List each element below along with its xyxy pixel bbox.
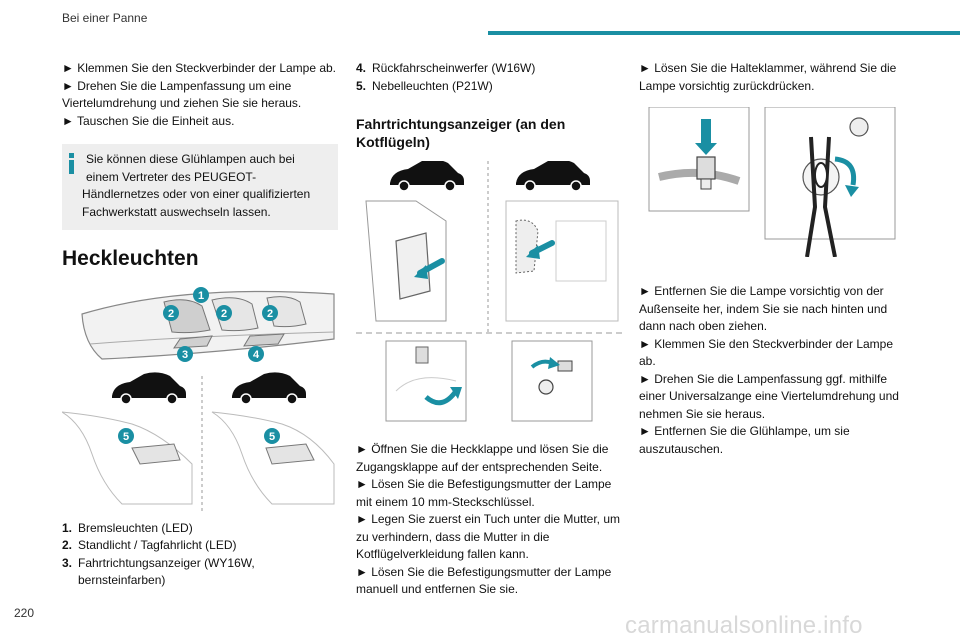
svg-text:2: 2 [221,308,227,320]
info-icon [69,153,77,175]
step-text: ► Öffnen Sie die Heckklappe und lösen Si… [356,442,609,474]
rear-lamps-figure: 1 2 2 2 3 4 5 5 [62,286,335,514]
column-1: ► Klemmen Sie den Steckverbinder der Lam… [62,60,338,590]
list-item: 4.Rückfahrscheinwerfer (W16W) [356,61,536,75]
rotate-arrow-icon [834,156,859,197]
arrow-icon [695,119,717,155]
boot-interior-illustration [365,200,619,322]
rotate-arrow-icon [424,387,462,406]
clip-illustration [648,107,750,212]
svg-text:5: 5 [269,431,275,443]
svg-text:5: 5 [123,431,129,443]
indicator-removal-illustration [385,340,593,422]
svg-text:2: 2 [168,308,174,320]
sub-title: Fahrtrichtungsanzeiger (an den Kotflügel… [356,116,566,150]
step-text: ► Entfernen Sie die Glühlampe, um sie au… [639,424,850,456]
step-text: ► Legen Sie zuerst ein Tuch unter die Mu… [356,512,621,561]
step-text: ► Drehen Sie die Lampenfassung ggf. mith… [639,371,899,421]
callout-badge: 5 [264,427,280,444]
arrow-icon [526,240,555,259]
list-item: 2.Standlicht / Tagfahrlicht (LED) [62,538,237,552]
clip-release-figure [648,107,896,257]
info-line: Sie können diese Glühlampen auch bei [86,152,295,166]
step-text: ► Klemmen Sie den Steckverbinder der Lam… [639,336,894,369]
step-text: ► Lösen Sie die Befestigungsmutter der L… [356,477,612,509]
callout-badge: 2 [216,304,232,321]
step-text: ► Tauschen Sie die Einheit aus. [62,113,235,128]
section-title: Heckleuchten [62,247,199,270]
side-indicator-figure [356,161,622,422]
step-text: ► Klemmen Sie den Steckverbinder der Lam… [62,61,337,75]
callout-badge: 1 [193,286,209,303]
callout-badge: 2 [163,304,179,321]
svg-text:2: 2 [267,308,273,320]
running-header: Bei einer Panne [62,11,148,25]
page-number: 220 [14,606,35,620]
callout-badge: 5 [118,427,134,444]
list-item: 3.Fahrtrichtungsanzeiger (WY16W, bernste… [62,555,255,588]
list-item: 5.Nebelleuchten (P21W) [356,78,493,93]
svg-text:4: 4 [253,349,260,361]
info-line: Fachwerkstatt auswechseln lassen. [82,204,271,219]
svg-text:3: 3 [182,349,188,361]
header-accent-bar [488,31,960,35]
step-text: ► Entfernen Sie die Lampe vorsichtig von… [639,284,888,333]
car-silhouette-icon [390,161,464,192]
arrow-icon [530,357,560,369]
lamp-list: 1.Bremsleuchten (LED) 2.Standlicht / Tag… [62,520,338,590]
lamp-list: 4.Rückfahrscheinwerfer (W16W) 5.Nebelleu… [356,60,622,95]
car-silhouette-icon [516,161,590,192]
list-item: 1.Bremsleuchten (LED) [62,520,193,535]
step-text: ► Drehen Sie die Lampenfassung um eine V… [62,78,302,111]
steps: ► Öffnen Sie die Heckklappe und lösen Si… [356,441,622,599]
callout-badge: 3 [177,345,193,362]
info-line: Händlernetzes oder von einer qualifizier… [82,187,311,201]
info-box: Sie können diese Glühlampen auch bei ein… [62,144,338,230]
car-silhouette-icon [232,371,306,405]
info-line: einem Vertreter des PEUGEOT- [86,169,257,184]
step-text: ► Lösen Sie die Befestigungsmutter der L… [356,564,612,597]
svg-text:1: 1 [198,290,204,302]
watermark: carmanualsonline.info [625,612,863,639]
car-silhouette-icon [112,371,186,405]
callout-badge: 2 [262,304,278,321]
step-text: ► Lösen Sie die Halteklammer, während Si… [639,61,897,93]
bumper-fog-lamp-illustration [62,411,335,504]
column-2: 4.Rückfahrscheinwerfer (W16W) 5.Nebelleu… [356,60,622,599]
arrow-icon [414,258,445,279]
callout-badge: 4 [248,345,264,362]
steps: ► Entfernen Sie die Lampe vorsichtig von… [639,283,901,458]
column-3: ► Lösen Sie die Halteklammer, während Si… [639,60,901,458]
rear-lamp-cluster-illustration [81,290,335,360]
pliers-illustration [764,107,896,257]
